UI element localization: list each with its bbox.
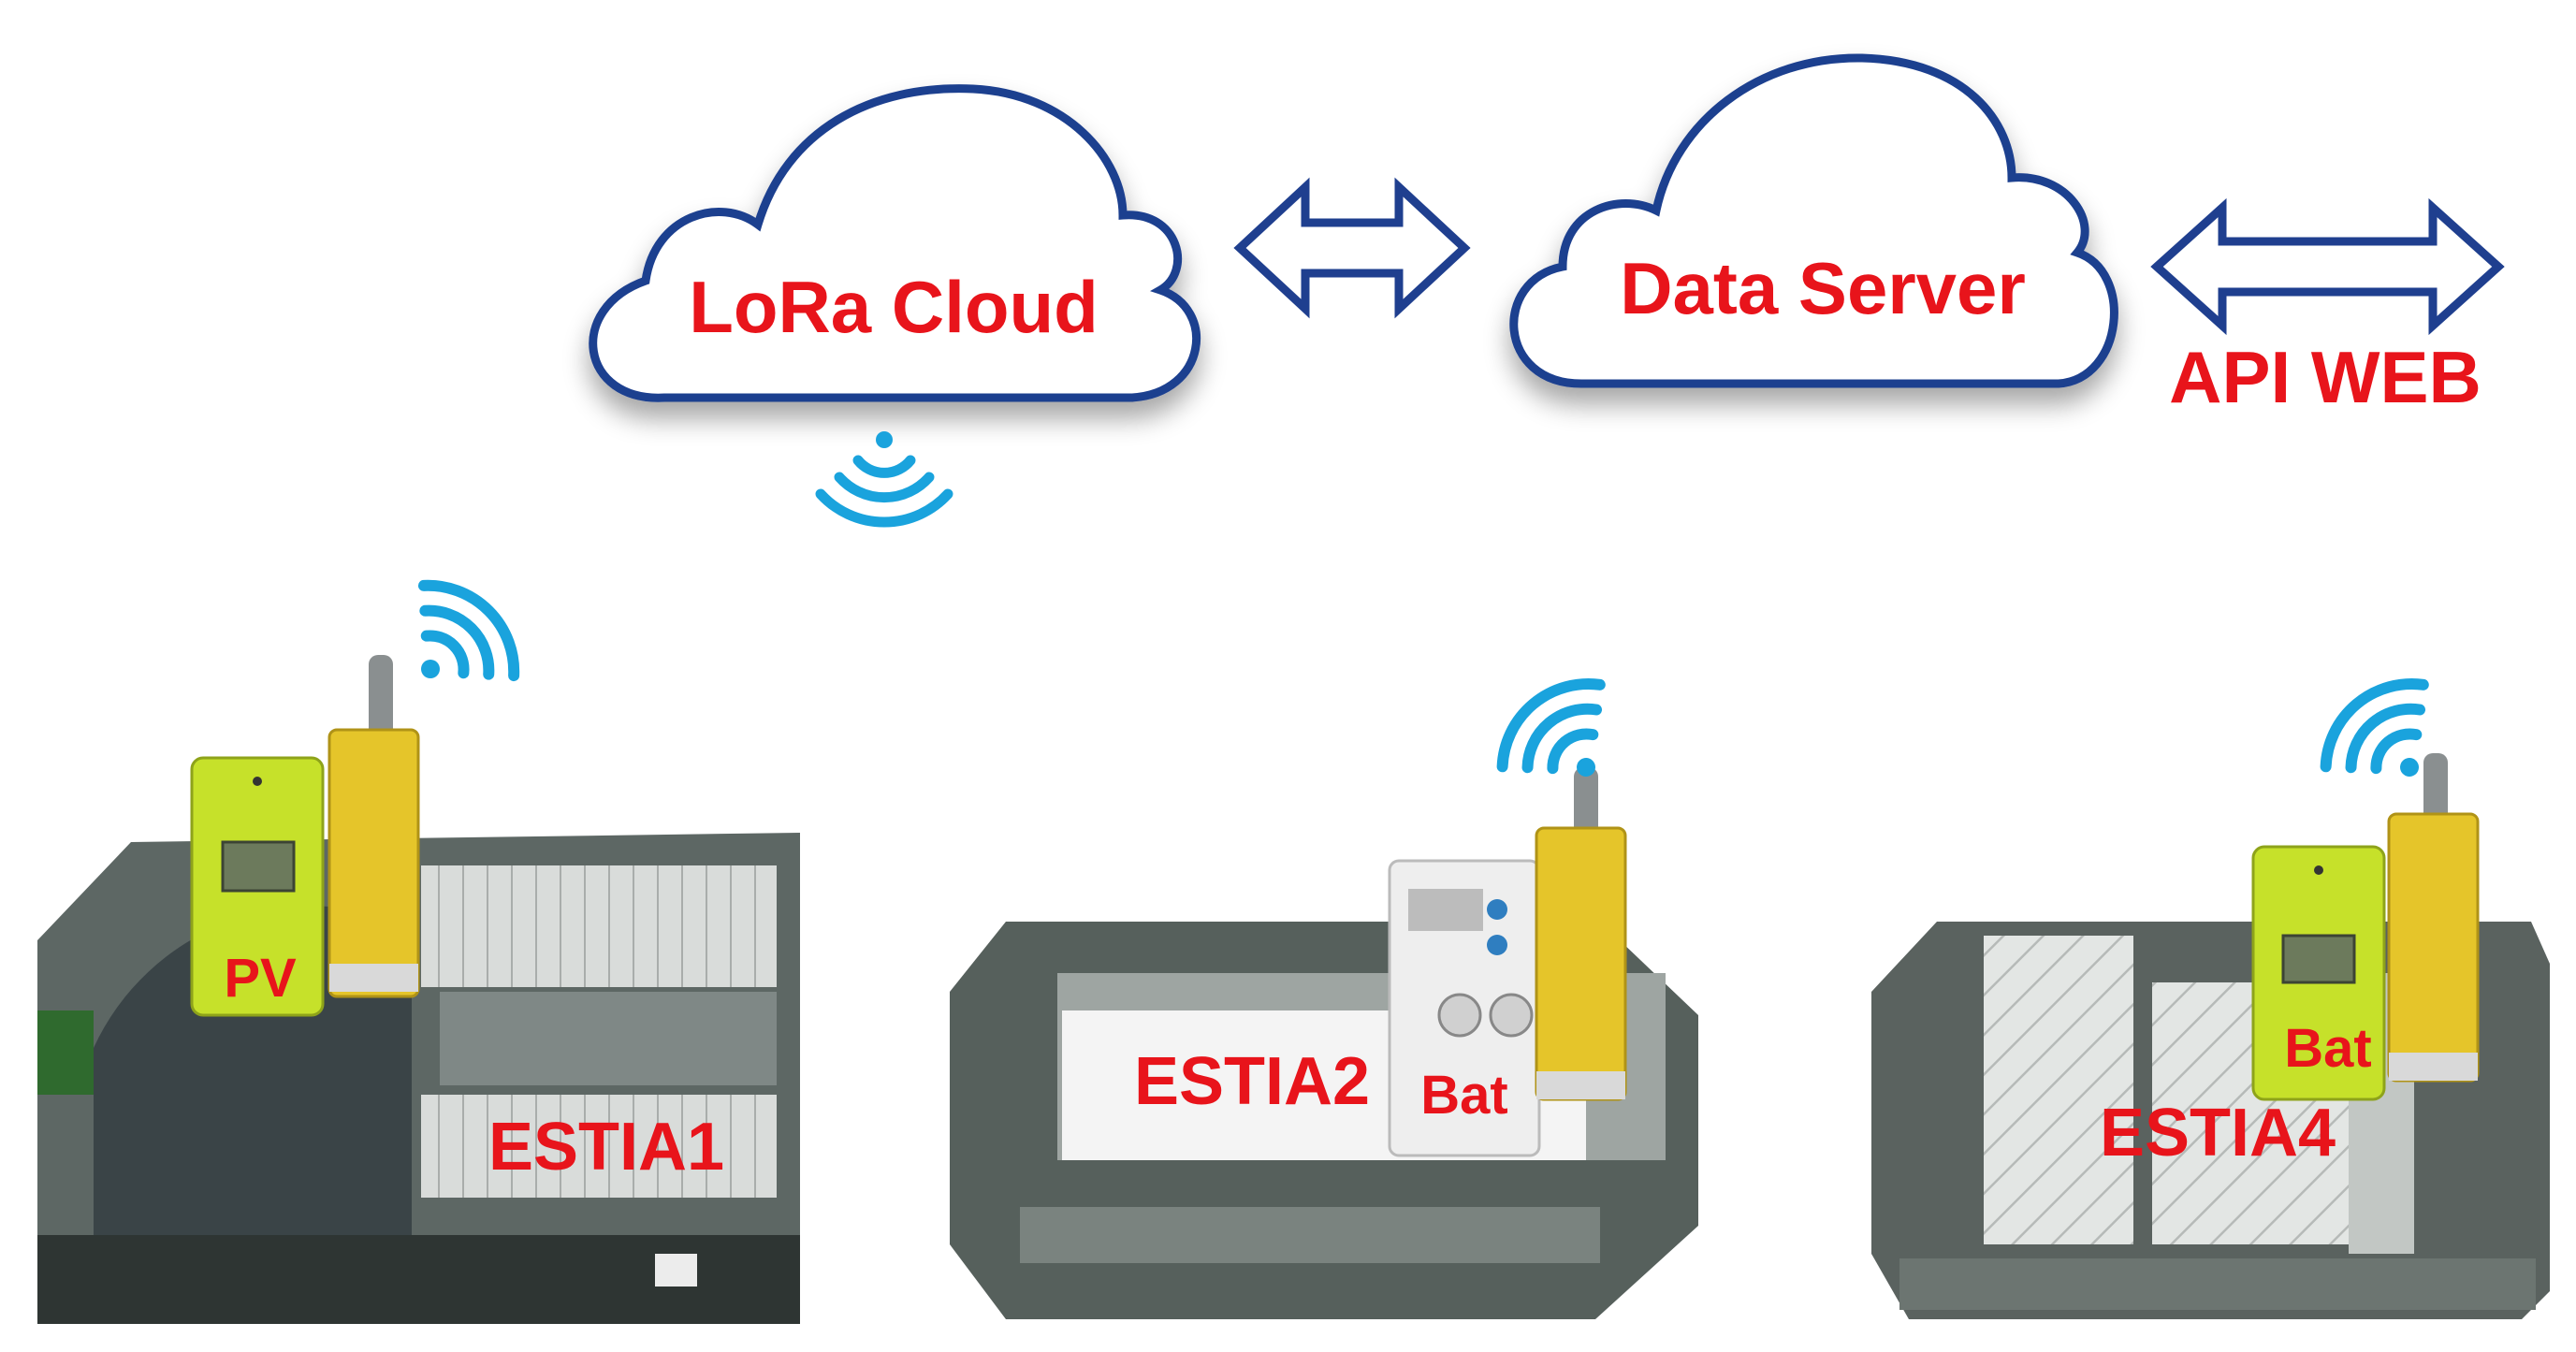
antenna-icon [2387,753,2480,1083]
smart-meter-icon [2251,845,2386,1101]
data-server-label: Data Server [1620,247,2026,329]
site-name-label: ESTIA2 [1134,1044,1370,1119]
cloud-icon [589,84,1201,402]
lora-cloud [589,84,1201,402]
smart-meter-icon [1388,859,1541,1157]
site-estia1: PV ESTIA1 [37,579,800,1324]
antenna-icon [1535,767,1627,1101]
api-web-label: API WEB [2169,336,2481,418]
device-label: Bat [1420,1065,1507,1126]
site-name-label: ESTIA4 [2100,1096,2336,1170]
wifi-icon [417,579,520,682]
antenna-icon [327,655,420,998]
data-server-cloud [1509,53,2118,388]
site-estia4: Bat ESTIA4 [1871,678,2550,1319]
wifi-icon [815,431,953,528]
lora-cloud-label: LoRa Cloud [689,266,1099,348]
double-arrow-icon [2150,197,2505,336]
smart-meter-icon [190,756,325,1017]
site-estia2: ESTIA2 Bat [950,678,1698,1319]
wifi-icon [2320,678,2429,777]
device-label: PV [224,948,297,1009]
wifi-icon [1496,678,1606,777]
cloud-icon [1509,53,2118,388]
site-name-label: ESTIA1 [488,1110,724,1185]
device-label: Bat [2284,1018,2371,1079]
double-arrow-icon [1233,177,1471,319]
